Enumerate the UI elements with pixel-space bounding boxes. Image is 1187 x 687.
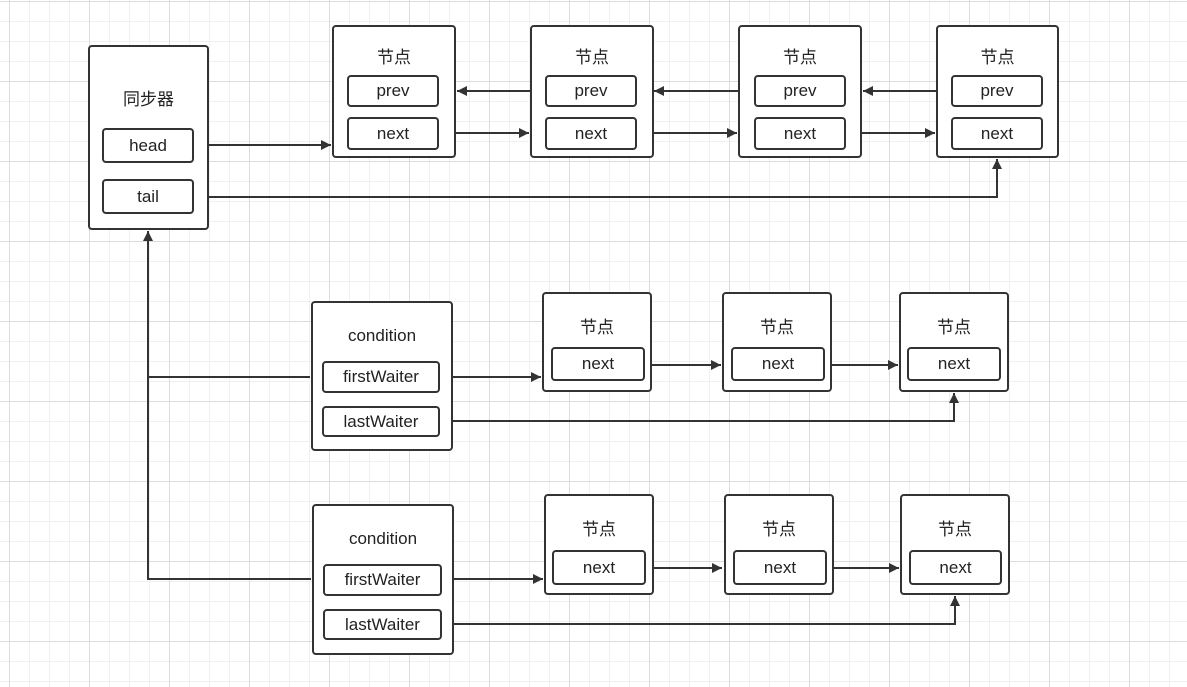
next-field: next xyxy=(907,347,1001,381)
next-field: next xyxy=(754,117,846,150)
prev-field: prev xyxy=(951,75,1043,107)
node-title: 节点 xyxy=(575,48,609,68)
node-title: 节点 xyxy=(580,318,614,338)
arrow-c1-lastwaiter xyxy=(440,393,959,422)
synchronizer-title: 同步器 xyxy=(123,90,174,110)
arrow-conditions-to-synchronizer xyxy=(148,231,311,580)
next-field: next xyxy=(551,347,645,381)
node-title: 节点 xyxy=(760,318,794,338)
arrow-c2-lastwaiter xyxy=(442,596,960,625)
node-title: 节点 xyxy=(783,48,817,68)
arrow-tail-to-node-4 xyxy=(194,159,1002,198)
tail-field: tail xyxy=(102,179,194,214)
next-field: next xyxy=(733,550,827,585)
next-field: next xyxy=(347,117,439,150)
next-field: next xyxy=(545,117,637,150)
next-field: next xyxy=(552,550,646,585)
next-field: next xyxy=(909,550,1002,585)
node-title: 节点 xyxy=(377,48,411,68)
node-title: 节点 xyxy=(582,520,616,540)
prev-field: prev xyxy=(545,75,637,107)
condition-title: condition xyxy=(348,529,418,548)
first-waiter-field: firstWaiter xyxy=(322,361,440,393)
node-title: 节点 xyxy=(762,520,796,540)
condition-title: condition xyxy=(347,326,417,345)
prev-field: prev xyxy=(347,75,439,107)
next-field: next xyxy=(731,347,825,381)
head-field: head xyxy=(102,128,194,163)
node-title: 节点 xyxy=(938,520,972,540)
node-title: 节点 xyxy=(980,48,1015,68)
next-field: next xyxy=(951,117,1043,150)
last-waiter-field: lastWaiter xyxy=(322,406,440,437)
prev-field: prev xyxy=(754,75,846,107)
last-waiter-field: lastWaiter xyxy=(323,609,442,640)
first-waiter-field: firstWaiter xyxy=(323,564,442,596)
node-title: 节点 xyxy=(937,318,971,338)
